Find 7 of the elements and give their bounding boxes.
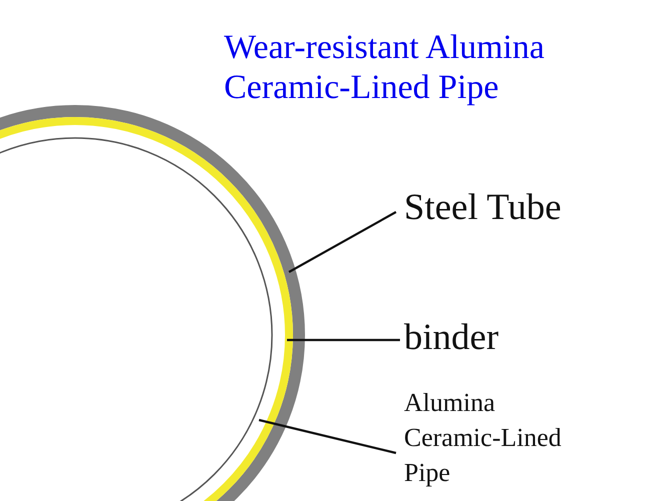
part-label: binder bbox=[404, 316, 604, 360]
leader-line bbox=[287, 338, 400, 342]
leader-line bbox=[258, 418, 396, 454]
part-label: Steel Tube bbox=[404, 186, 634, 230]
diagram-title: Wear-resistant Alumina Ceramic-Lined Pipe bbox=[224, 28, 546, 108]
part-label: Alumina Ceramic-Lined Pipe bbox=[404, 385, 574, 490]
leader-line bbox=[288, 211, 397, 273]
